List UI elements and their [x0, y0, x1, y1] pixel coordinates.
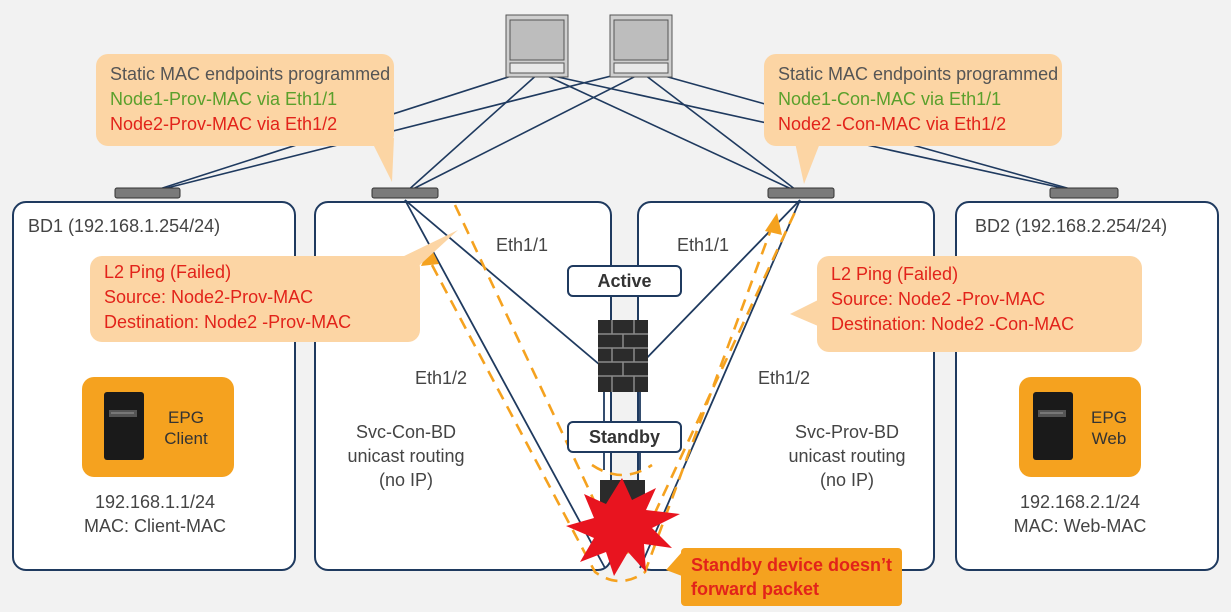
- static-mac-callout-left: Static MAC endpoints programmed Node1-Pr…: [96, 54, 394, 146]
- static-mac-node1-left: Node1-Prov-MAC via Eth1/1: [110, 89, 338, 109]
- static-mac-node2-left: Node2-Prov-MAC via Eth1/2: [110, 114, 338, 134]
- standby-note-line1: Standby device doesn’t: [691, 555, 893, 575]
- bd1-title: BD1 (192.168.1.254/24): [28, 216, 221, 236]
- epg-client-tile: EPG Client: [82, 377, 234, 477]
- spine-switch-right: [609, 14, 673, 78]
- web-ip: 192.168.2.1/24: [1019, 492, 1141, 512]
- leaf-switch-1: [114, 187, 181, 199]
- standby-note-line2: forward packet: [691, 579, 820, 599]
- client-mac: MAC: Client-MAC: [83, 516, 226, 536]
- server-icon-web: [1033, 392, 1073, 460]
- callout-pointer-static-left: [370, 138, 394, 182]
- leaf-switch-4: [1049, 187, 1119, 199]
- port-eth12-left: Eth1/2: [415, 368, 468, 388]
- ping-title-right: L2 Ping (Failed): [831, 264, 959, 284]
- port-eth12-right: Eth1/2: [758, 368, 811, 388]
- svc-con-bd-ip: (no IP): [378, 470, 434, 490]
- epg-web-label-2: Web: [1091, 429, 1127, 448]
- ping-title-left: L2 Ping (Failed): [104, 262, 232, 282]
- port-eth11-right: Eth1/1: [677, 235, 730, 255]
- ping-arrowheads: [421, 213, 782, 266]
- epg-client-label-1: EPG: [168, 408, 204, 427]
- svc-prov-bd-name: Svc-Prov-BD: [794, 422, 899, 442]
- standby-failure-note: Standby device doesn’t forward packet: [681, 548, 903, 606]
- static-mac-node2-right: Node2 -Con-MAC via Eth1/2: [778, 114, 1007, 134]
- svc-prov-bd-routing: unicast routing: [788, 446, 906, 466]
- spine-switch-left: [505, 14, 569, 78]
- static-mac-node1-right: Node1-Con-MAC via Eth1/1: [778, 89, 1002, 109]
- bd2-title: BD2 (192.168.2.254/24): [975, 216, 1168, 236]
- ping-source-left: Source: Node2-Prov-MAC: [104, 287, 314, 307]
- active-label: Active: [567, 265, 682, 297]
- svc-prov-bd-label: Svc-Prov-BD unicast routing (no IP): [772, 420, 922, 492]
- svc-prov-bd-ip: (no IP): [819, 470, 875, 490]
- static-mac-title-left: Static MAC endpoints programmed: [110, 64, 391, 84]
- ping-source-right: Source: Node2 -Prov-MAC: [831, 289, 1046, 309]
- note-pointer: [666, 552, 682, 576]
- leaf-switch-2: [371, 187, 439, 199]
- client-ip: 192.168.1.1/24: [94, 492, 216, 512]
- callout-pointer-ping-left: [400, 230, 458, 274]
- firewall-active-icon: [598, 320, 648, 392]
- leaf-switch-3: [767, 187, 835, 199]
- static-mac-callout-right: Static MAC endpoints programmed Node1-Co…: [764, 54, 1062, 146]
- epg-web-tile: EPG Web: [1019, 377, 1141, 477]
- server-icon-client: [104, 392, 144, 460]
- svc-con-bd-label: Svc-Con-BD unicast routing (no IP): [336, 420, 476, 492]
- web-mac: MAC: Web-MAC: [1013, 516, 1147, 536]
- static-mac-title-right: Static MAC endpoints programmed: [778, 64, 1059, 84]
- callout-pointer-static-right: [794, 138, 822, 184]
- ping-destination-right: Destination: Node2 -Con-MAC: [831, 314, 1075, 334]
- svc-con-bd-routing: unicast routing: [347, 446, 465, 466]
- epg-client-label-2: Client: [164, 429, 208, 448]
- l2-ping-callout-left: L2 Ping (Failed) Source: Node2-Prov-MAC …: [90, 256, 420, 342]
- ping-destination-left: Destination: Node2 -Prov-MAC: [104, 312, 352, 332]
- svc-con-bd-name: Svc-Con-BD: [355, 422, 457, 442]
- failure-burst-icon: [566, 478, 680, 576]
- l2-ping-callout-right: L2 Ping (Failed) Source: Node2 -Prov-MAC…: [817, 256, 1142, 352]
- standby-label: Standby: [567, 421, 682, 453]
- epg-web-label-1: EPG: [1091, 408, 1127, 427]
- callout-pointer-ping-right: [790, 300, 818, 326]
- port-eth11-left: Eth1/1: [496, 235, 549, 255]
